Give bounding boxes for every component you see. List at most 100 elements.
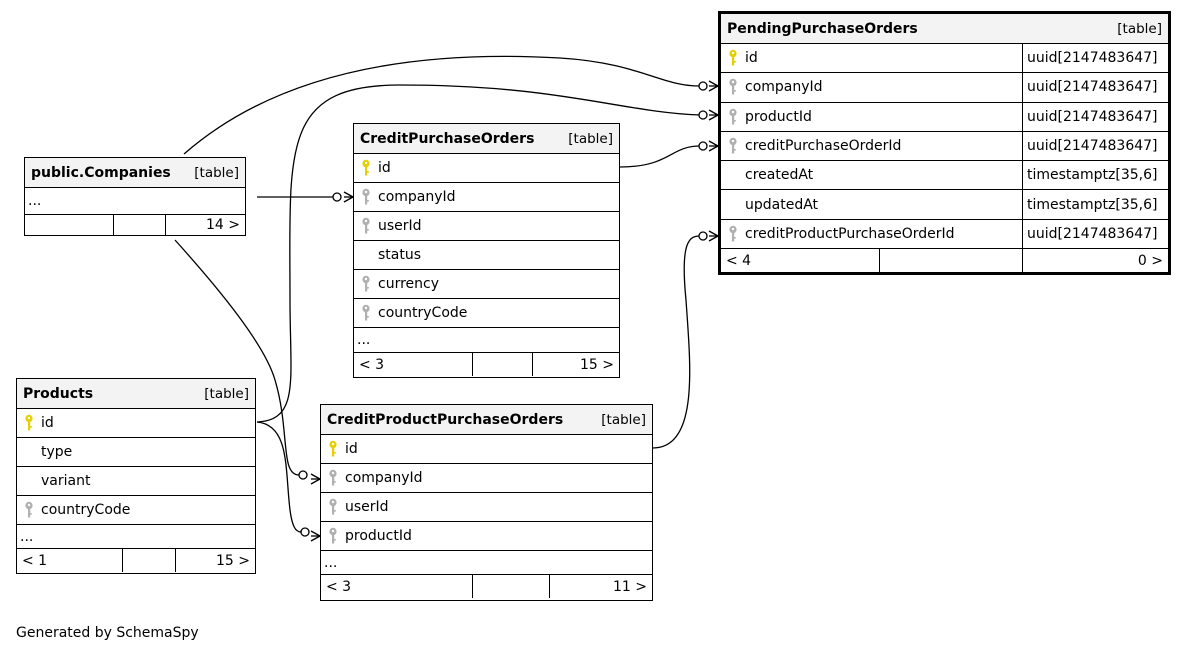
rel-creditpo-pending <box>619 145 701 168</box>
primary-key-icon <box>321 440 345 458</box>
column-name: currency <box>378 276 439 292</box>
table-companies[interactable]: public.Companies [table] ... 14 > <box>24 157 246 236</box>
column-row[interactable]: countryCode <box>17 496 255 525</box>
column-row[interactable]: companyId <box>321 464 652 493</box>
column-row[interactable]: userId <box>321 493 652 522</box>
column-row[interactable]: productId <box>321 522 652 551</box>
table-kind: [table] <box>601 411 646 428</box>
parents-count[interactable]: < 3 <box>359 356 385 373</box>
footer-spacer <box>472 353 533 376</box>
many-marker <box>708 109 719 121</box>
column-type: uuid[2147483647] <box>1022 73 1168 102</box>
parents-count[interactable]: < 1 <box>22 552 48 569</box>
table-footer: < 4 0 > <box>721 249 1168 273</box>
more-columns: ... <box>25 188 245 215</box>
children-count[interactable]: 15 > <box>216 552 250 569</box>
column-type: uuid[2147483647] <box>1022 219 1168 249</box>
footer-spacer <box>122 549 176 572</box>
table-credit-purchase-orders[interactable]: CreditPurchaseOrders [table] id companyId… <box>353 123 620 378</box>
table-footer: < 3 15 > <box>354 353 619 376</box>
table-name: public.Companies <box>31 164 171 181</box>
column-row[interactable]: id <box>354 154 619 183</box>
children-count[interactable]: 15 > <box>580 356 614 373</box>
many-marker <box>310 473 321 485</box>
column-name: createdAt <box>745 167 814 184</box>
rel-products-creditproductpo <box>256 421 302 533</box>
primary-key-icon <box>721 49 745 67</box>
table-header: CreditPurchaseOrders [table] <box>354 124 619 154</box>
column-name: companyId <box>745 79 823 96</box>
table-footer: < 1 15 > <box>17 549 255 572</box>
column-row[interactable]: countryCode <box>354 299 619 328</box>
column-row[interactable]: id <box>321 435 652 464</box>
column-row[interactable]: variant <box>17 467 255 496</box>
column-name: countryCode <box>41 502 131 518</box>
table-name: Products <box>23 385 94 402</box>
generated-by-text: Generated by SchemaSpy <box>16 625 199 641</box>
table-name: PendingPurchaseOrders <box>727 20 918 37</box>
column-name: creditPurchaseOrderId <box>745 138 902 155</box>
table-name: CreditPurchaseOrders <box>360 130 535 147</box>
rel-companies-pending <box>183 55 701 155</box>
rel-creditproductpo-pending <box>652 235 701 449</box>
table-header: PendingPurchaseOrders [table] <box>721 14 1168 44</box>
children-count[interactable]: 0 > <box>1137 252 1163 269</box>
column-row[interactable]: currency <box>354 270 619 299</box>
column-name: productId <box>345 528 412 544</box>
optional-marker <box>698 141 708 151</box>
primary-key-icon <box>17 414 41 432</box>
footer-spacer <box>113 215 166 235</box>
column-row[interactable]: companyId <box>354 183 619 212</box>
footer-spacer <box>472 575 550 598</box>
foreign-key-icon <box>354 217 378 235</box>
column-name: userId <box>378 218 422 234</box>
optional-marker <box>298 470 308 480</box>
many-marker <box>708 140 719 152</box>
column-row[interactable]: companyId uuid[2147483647] <box>721 73 1168 103</box>
column-type: timestamptz[35,6] <box>1022 161 1168 190</box>
children-count[interactable]: 11 > <box>613 578 647 595</box>
parents-count[interactable]: < 3 <box>326 578 352 595</box>
more-columns: ... <box>354 328 619 353</box>
parents-count[interactable]: < 4 <box>726 252 752 269</box>
footer-spacer <box>879 249 1023 273</box>
foreign-key-icon <box>321 469 345 487</box>
column-row[interactable]: type <box>17 438 255 467</box>
column-list: id companyId userId status currency countryCo… <box>354 154 619 328</box>
column-name: companyId <box>378 189 456 205</box>
many-marker <box>708 80 719 92</box>
column-row[interactable]: status <box>354 241 619 270</box>
column-name: id <box>378 160 391 176</box>
column-name: updatedAt <box>745 196 819 213</box>
table-footer: < 3 11 > <box>321 575 652 598</box>
column-row[interactable]: createdAt timestamptz[35,6] <box>721 161 1168 191</box>
foreign-key-icon <box>321 498 345 516</box>
column-type: uuid[2147483647] <box>1022 131 1168 161</box>
table-kind: [table] <box>568 130 613 147</box>
foreign-key-icon <box>721 137 745 155</box>
column-type: uuid[2147483647] <box>1022 44 1168 73</box>
foreign-key-icon <box>721 78 745 96</box>
table-kind: [table] <box>1117 20 1162 37</box>
many-marker <box>343 191 354 203</box>
optional-marker <box>698 81 708 91</box>
parents-count[interactable] <box>25 215 113 235</box>
optional-marker <box>698 231 708 241</box>
table-header: public.Companies [table] <box>25 158 245 188</box>
children-count[interactable]: 14 > <box>206 217 240 233</box>
column-row[interactable]: id <box>17 409 255 438</box>
more-columns: ... <box>17 525 255 549</box>
column-row[interactable]: creditPurchaseOrderId uuid[2147483647] <box>721 131 1168 162</box>
column-name: productId <box>745 108 812 125</box>
column-row[interactable]: userId <box>354 212 619 241</box>
